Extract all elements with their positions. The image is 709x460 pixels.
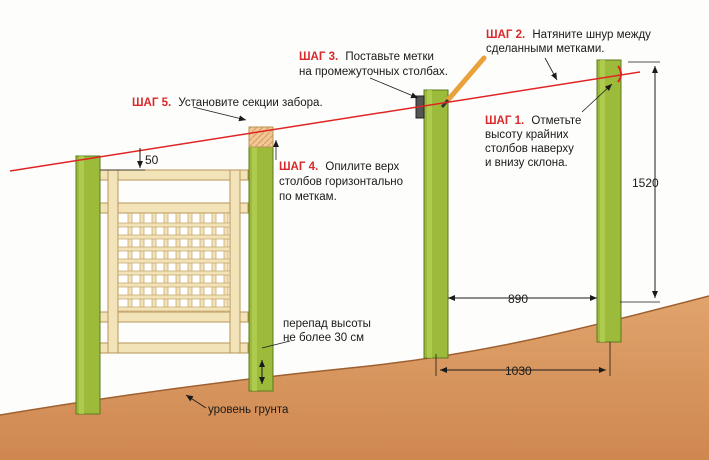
- post-1-highlight: [79, 156, 84, 414]
- guide-string: [9, 71, 641, 172]
- step-1-text-3: столбов наверху: [485, 143, 574, 155]
- lattice-slat-horizontal: [117, 270, 231, 276]
- dim-spacing-inner: 890: [448, 292, 597, 306]
- svg-text:ШАГ 5. Установите секции: ШАГ 5. Установите секции забора.: [132, 97, 323, 109]
- step-1-callout: ШАГ 1. Отметьте высоту крайних столбов н…: [485, 83, 613, 169]
- dim-spacing-outer-value: 1030: [505, 364, 532, 378]
- step-1-text-2: высоту крайних: [485, 129, 569, 141]
- step-3-callout: ШАГ 3. Поставьте метки на промежуточных …: [299, 51, 448, 99]
- post-2-highlight: [252, 147, 257, 391]
- height-diff-marker: перепад высоты не более 30 см: [259, 318, 371, 384]
- lattice-slat-horizontal: [117, 234, 231, 240]
- step-1-title: ШАГ 1.: [485, 115, 524, 127]
- dim-post-height-value: 1520: [632, 176, 659, 190]
- step-5-callout: ШАГ 5. Установите секции забора.: [132, 97, 323, 122]
- step-1-text-4: и внизу склона.: [485, 157, 568, 169]
- step-3-title: ШАГ 3.: [299, 51, 338, 63]
- dim-post-height: 1520: [620, 61, 660, 303]
- step-3-text-2: на промежуточных столбах.: [299, 66, 448, 78]
- ground-slope: [0, 296, 709, 460]
- step-2-callout: ШАГ 2. Натяните шнур между сделанными ме…: [486, 29, 651, 81]
- ground-level-callout: уровень грунта: [185, 394, 289, 416]
- ground-level-label: уровень грунта: [208, 404, 289, 416]
- string-knot: [617, 65, 622, 83]
- svg-text:ШАГ 3. Поставьте метки: ШАГ 3. Поставьте метки: [299, 51, 434, 63]
- step-4-text-3: по меткам.: [279, 191, 337, 203]
- post-3-highlight: [427, 90, 432, 358]
- lattice-slat-horizontal: [117, 258, 231, 264]
- height-diff-label-1: перепад высоты: [283, 318, 371, 330]
- ground-line: [0, 295, 709, 416]
- lattice-panel: [117, 212, 231, 313]
- pencil-icon: [440, 55, 487, 108]
- lattice-slat-horizontal: [117, 282, 231, 288]
- step-4-text-1: Опилите верх: [325, 161, 399, 173]
- dim-spacing-outer: 1030: [435, 342, 611, 378]
- lattice-slat-horizontal: [117, 222, 231, 228]
- lattice-slat-horizontal: [117, 294, 231, 300]
- lattice-slat-horizontal: [117, 246, 231, 252]
- post-4-highlight: [600, 60, 605, 342]
- step-3-text-1: Поставьте метки: [345, 51, 434, 63]
- svg-text:ШАГ 2. Натяните шнур меж: ШАГ 2. Натяните шнур между: [486, 29, 651, 41]
- svg-text:ШАГ 1. Отметьте: ШАГ 1. Отметьте: [485, 115, 581, 127]
- step-5-text: Установите секции забора.: [178, 97, 322, 109]
- step-5-title: ШАГ 5.: [132, 97, 171, 109]
- dim-top-offset: 50: [100, 148, 159, 171]
- step-1-text-1: Отметьте: [531, 115, 581, 127]
- step-4-callout: ШАГ 4. Опилите верх столбов горизонтальн…: [273, 140, 403, 203]
- dim-spacing-inner-value: 890: [508, 292, 528, 306]
- step-4-text-2: столбов горизонтально: [279, 176, 403, 188]
- posts: [75, 59, 622, 415]
- step-4-title: ШАГ 4.: [279, 161, 318, 173]
- height-diff-label-2: не более 30 см: [283, 332, 364, 344]
- dim-top-offset-value: 50: [145, 153, 159, 167]
- step-2-text-2: сделанными метками.: [486, 43, 604, 55]
- svg-text:ШАГ 4. Опилите верх: ШАГ 4. Опилите верх: [279, 161, 399, 173]
- lattice-slat-horizontal: [117, 306, 231, 312]
- step-2-text-1: Натяните шнур между: [532, 29, 651, 41]
- step-2-title: ШАГ 2.: [486, 29, 525, 41]
